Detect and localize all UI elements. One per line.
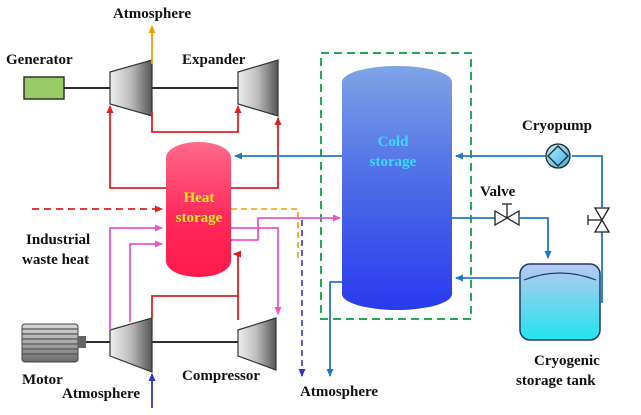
- heat-flow-to-stage2: [231, 117, 282, 189]
- compressor-red-return: [151, 295, 239, 320]
- industrial-label-2: waste heat: [22, 252, 89, 268]
- expander-stage2-icon: [237, 59, 279, 117]
- cryogenic-label-2: storage tank: [516, 373, 596, 389]
- compressor-to-heat-pink-2: [129, 240, 163, 322]
- valve-icon: [494, 203, 520, 227]
- heat-to-compressor2-pink: [231, 227, 282, 315]
- vertical-valve-icon: [587, 207, 611, 233]
- heat-flow-left-loop: [106, 105, 166, 189]
- heat-to-cold-pink: [231, 214, 341, 241]
- cryopump-icon: [545, 143, 571, 169]
- valve-to-tank-line: [519, 217, 552, 259]
- tank-to-vvalve-line: [600, 232, 603, 303]
- expander-stage1-icon: [109, 59, 153, 117]
- compressor-red-return-arrow: [233, 250, 241, 296]
- heat-flow-inner-loop: [151, 105, 242, 133]
- cryogenic-tank-icon: [519, 263, 601, 341]
- atmosphere-top-label: Atmosphere: [113, 6, 191, 22]
- expander-label: Expander: [182, 52, 246, 68]
- compressor-to-heat-pink-1: [109, 224, 163, 330]
- cold-storage-label-1: Cold: [378, 134, 410, 150]
- generator-label: Generator: [6, 52, 73, 68]
- orange-dashed-flow: [231, 208, 299, 258]
- atmosphere-bottom-mid-label: Atmosphere: [300, 384, 378, 400]
- cold-storage-tank: [342, 66, 452, 310]
- motor-label: Motor: [22, 372, 63, 388]
- cryogenic-label-1: Cryogenic: [534, 353, 600, 369]
- generator-icon: [23, 76, 65, 100]
- motor-icon: [21, 323, 86, 363]
- vvalve-to-pump-line: [572, 155, 603, 208]
- heat-storage-label-2: storage: [176, 210, 223, 226]
- compressor-stage2-icon: [237, 317, 277, 371]
- atmosphere-bottom-left-label: Atmosphere: [62, 386, 140, 402]
- valve-label: Valve: [480, 184, 516, 200]
- heat-storage-label-1: Heat: [184, 190, 215, 206]
- cold-storage-label-2: storage: [370, 154, 417, 170]
- compressor-label: Compressor: [182, 368, 260, 384]
- cold-to-atmosphere: [326, 281, 342, 377]
- compressor-stage1-icon: [109, 317, 153, 373]
- industrial-label-1: Industrial: [26, 232, 90, 248]
- heat-storage-tank: [166, 142, 231, 277]
- cryopump-label: Cryopump: [522, 118, 592, 134]
